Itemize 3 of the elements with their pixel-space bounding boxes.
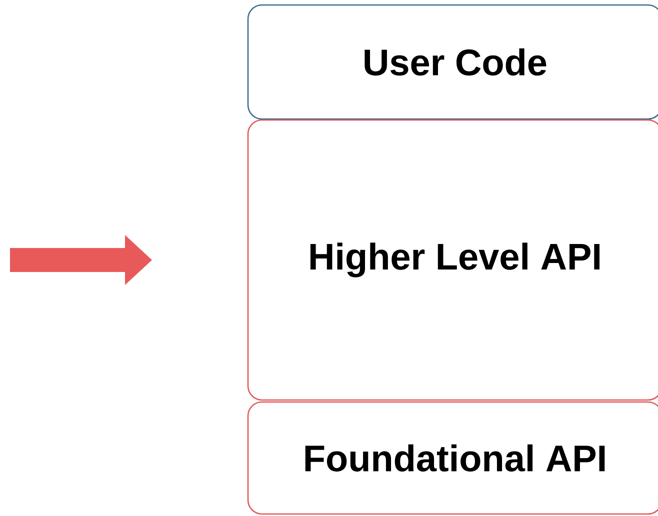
- layer-box: User Code: [247, 4, 658, 120]
- layer-box: Foundational API: [247, 401, 658, 515]
- layer-box: Higher Level API: [247, 119, 658, 401]
